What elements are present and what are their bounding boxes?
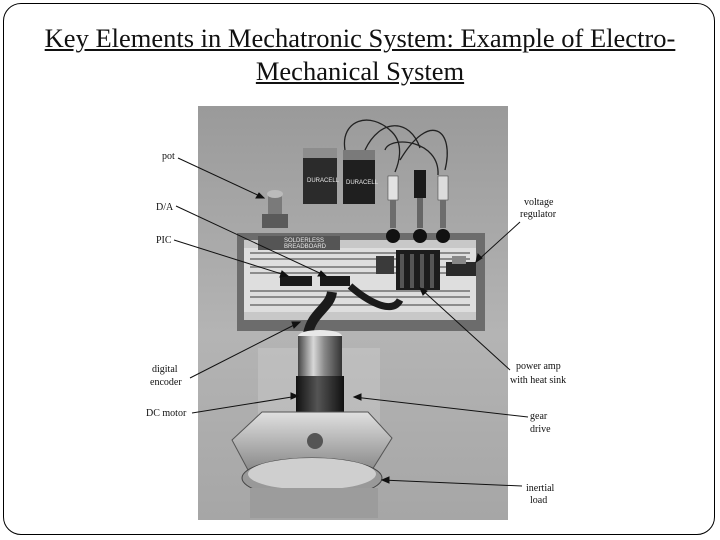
label-voltage-regulator-1: voltage: [524, 197, 554, 208]
battery-text-left: DURACELL: [307, 178, 340, 184]
battery-left: DURACELL: [303, 148, 340, 204]
label-inertial-load-2: load: [530, 495, 547, 506]
label-digital-encoder-2: encoder: [150, 377, 182, 388]
label-dc-motor: DC motor: [146, 408, 187, 419]
label-power-amp-1: power amp: [516, 361, 561, 372]
terminals: [386, 170, 450, 243]
battery-right: DURACELL: [343, 150, 379, 204]
breadboard-text-2: BREADBOARD: [284, 244, 327, 250]
label-pic: PIC: [156, 235, 172, 246]
digital-encoder-part: [298, 330, 342, 376]
label-da: D/A: [156, 202, 174, 213]
callouts: pot D/A PIC digital encoder DC motor vol…: [146, 151, 566, 506]
da-chip: [320, 276, 350, 286]
slide-title-line-2: Mechanical System: [255, 56, 465, 86]
heat-sink: [396, 250, 440, 290]
label-digital-encoder-1: digital: [152, 364, 178, 375]
slide-title-line-1: Key Elements in Mechatronic System: Exam…: [44, 23, 676, 53]
ribbon-cable: [303, 290, 337, 336]
label-power-amp-2: with heat sink: [510, 375, 566, 386]
slide-title: Key Elements in Mechatronic System: Exam…: [0, 22, 720, 88]
leader-lines: [173, 157, 529, 487]
battery-text-right: DURACELL: [346, 180, 379, 186]
label-voltage-regulator-2: regulator: [520, 209, 557, 220]
label-gear-drive-1: gear: [530, 411, 548, 422]
label-pot: pot: [162, 151, 175, 162]
label-gear-drive-2: drive: [530, 424, 551, 435]
voltage-regulator-part: [446, 256, 476, 276]
breadboard-text-1: SOLDERLESS: [284, 238, 324, 244]
pic-chip: [280, 276, 312, 286]
potentiometer: [262, 190, 288, 228]
label-inertial-load-1: inertial: [526, 483, 555, 494]
